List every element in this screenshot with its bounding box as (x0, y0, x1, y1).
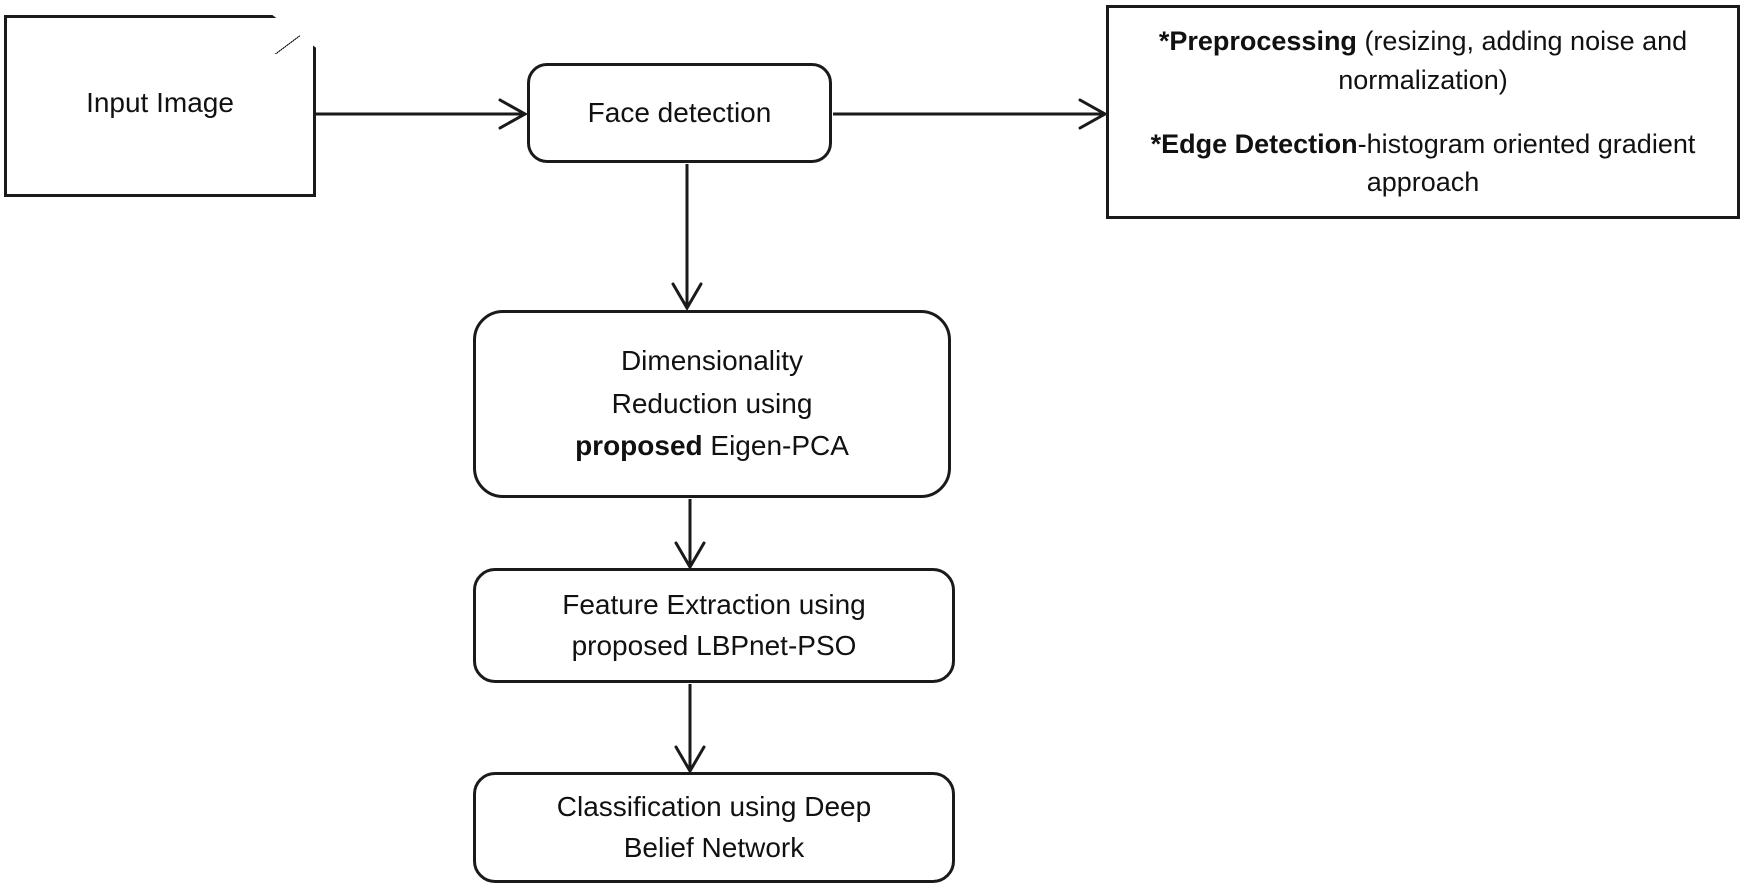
node-dimensionality-line3-bold: proposed (575, 430, 703, 462)
node-dimensionality-line1: Dimensionality (620, 345, 804, 377)
edge-face-to-dimensionality (671, 164, 703, 311)
node-preprocessing-line1: *Preprocessing (resizing, adding noise a… (1109, 22, 1737, 99)
node-input-image-label: Input Image (86, 87, 234, 118)
node-preprocessing-line1-bold: *Preprocessing (1158, 26, 1357, 57)
node-dimensionality-line3-rest: Eigen-PCA (702, 430, 849, 462)
node-classification-label: Classification using Deep Belief Network (476, 787, 952, 869)
node-face-detection-label: Face detection (587, 97, 772, 128)
edge-feature-to-classification (674, 684, 706, 774)
edge-input-to-face (316, 98, 529, 130)
node-classification-line2: Belief Network (623, 831, 805, 863)
node-dimensionality-label: Dimensionality Reduction using proposed … (476, 340, 948, 468)
node-input-image[interactable]: Input Image (4, 15, 316, 197)
node-feature-extraction-label: Feature Extraction using proposed LBPnet… (476, 585, 952, 667)
node-feature-extraction-line1: Feature Extraction using (562, 588, 866, 620)
node-feature-extraction[interactable]: Feature Extraction using proposed LBPnet… (473, 568, 955, 683)
node-classification-line1: Classification using Deep (556, 790, 872, 822)
node-preprocessing-line2-rest: -histogram oriented gradient approach (1357, 129, 1696, 198)
node-feature-extraction-line2: proposed LBPnet-PSO (571, 629, 857, 661)
node-preprocessing-line1-rest: (resizing, adding noise and normalizatio… (1338, 26, 1688, 95)
node-preprocessing[interactable]: *Preprocessing (resizing, adding noise a… (1106, 5, 1740, 219)
node-preprocessing-line2-bold: *Edge Detection (1150, 129, 1358, 159)
node-dimensionality-reduction[interactable]: Dimensionality Reduction using proposed … (473, 310, 951, 498)
edge-dimensionality-to-feature (674, 499, 706, 570)
node-classification[interactable]: Classification using Deep Belief Network (473, 772, 955, 883)
node-preprocessing-line2: *Edge Detection-histogram oriented gradi… (1109, 125, 1737, 202)
node-face-detection[interactable]: Face detection (527, 63, 832, 163)
node-dimensionality-line2: Reduction using (611, 387, 813, 419)
edge-face-to-preprocessing (833, 98, 1109, 130)
